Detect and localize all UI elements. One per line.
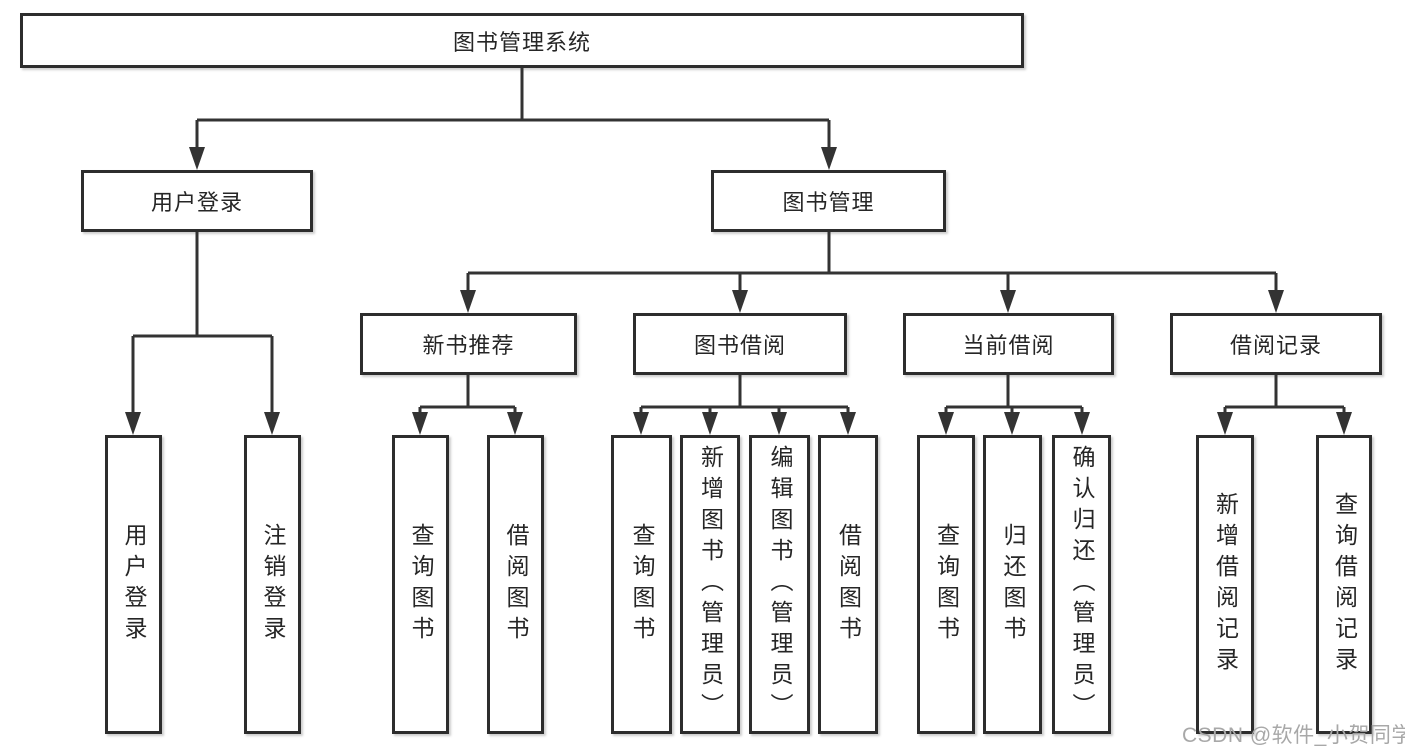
arrowhead-down-icon — [771, 412, 787, 435]
connector-bookmgmt-to-level3 — [466, 232, 1278, 295]
node-book-borrowing: 图书借阅 — [633, 313, 847, 375]
arrowhead-down-icon — [702, 412, 718, 435]
arrowhead-down-icon — [460, 290, 476, 313]
arrowhead-down-icon — [840, 412, 856, 435]
arrowhead-down-icon — [1000, 290, 1016, 313]
leaf-logout: 注销登录 — [244, 435, 301, 734]
arrowhead-down-icon — [1268, 290, 1284, 313]
connector-currentborrow-to-leaves — [944, 375, 1084, 417]
node-borrow-records: 借阅记录 — [1170, 313, 1382, 375]
connector-root-to-level2 — [195, 68, 831, 152]
leaf-bb-query-books: 查询图书 — [611, 435, 672, 734]
leaf-bb-borrow-books: 借阅图书 — [818, 435, 878, 734]
arrowhead-down-icon — [938, 412, 954, 435]
node-current-borrowing: 当前借阅 — [903, 313, 1114, 375]
arrowhead-down-icon — [125, 412, 141, 435]
arrowhead-down-icon — [1004, 412, 1020, 435]
arrowhead-down-icon — [507, 412, 523, 435]
node-user-login-group: 用户登录 — [81, 170, 313, 232]
connector-bookborrow-to-leaves — [639, 375, 850, 417]
arrowhead-down-icon — [633, 412, 649, 435]
arrowhead-down-icon — [1336, 412, 1352, 435]
leaf-cb-query-books: 查询图书 — [917, 435, 975, 734]
node-new-book-recommend: 新书推荐 — [360, 313, 577, 375]
arrowhead-down-icon — [1074, 412, 1090, 435]
leaf-cb-confirm-return-admin: 确认归还（管理员） — [1052, 435, 1111, 734]
connector-newbookrec-to-leaves — [418, 375, 517, 417]
leaf-bb-add-books-admin: 新增图书（管理员） — [680, 435, 740, 734]
leaf-user-login: 用户登录 — [105, 435, 162, 734]
leaf-nbr-query-books: 查询图书 — [392, 435, 449, 734]
arrowhead-down-icon — [264, 412, 280, 435]
arrowhead-down-icon — [821, 147, 837, 170]
connector-userlogin-to-leaves — [131, 232, 274, 417]
leaf-cb-return-books: 归还图书 — [983, 435, 1042, 734]
arrowhead-down-icon — [1217, 412, 1233, 435]
node-library-system: 图书管理系统 — [20, 13, 1024, 68]
leaf-bb-edit-books-admin: 编辑图书（管理员） — [749, 435, 810, 734]
arrowhead-down-icon — [189, 147, 205, 170]
connector-borrowrecords-to-leaves — [1223, 375, 1346, 417]
watermark-text: CSDN @软件_小贺同学 — [1182, 724, 1405, 747]
node-book-management: 图书管理 — [711, 170, 946, 232]
leaf-br-query-record: 查询借阅记录 — [1316, 435, 1372, 734]
leaf-nbr-borrow-books: 借阅图书 — [487, 435, 544, 734]
arrowhead-down-icon — [412, 412, 428, 435]
arrowhead-down-icon — [732, 290, 748, 313]
leaf-br-add-record: 新增借阅记录 — [1196, 435, 1254, 734]
